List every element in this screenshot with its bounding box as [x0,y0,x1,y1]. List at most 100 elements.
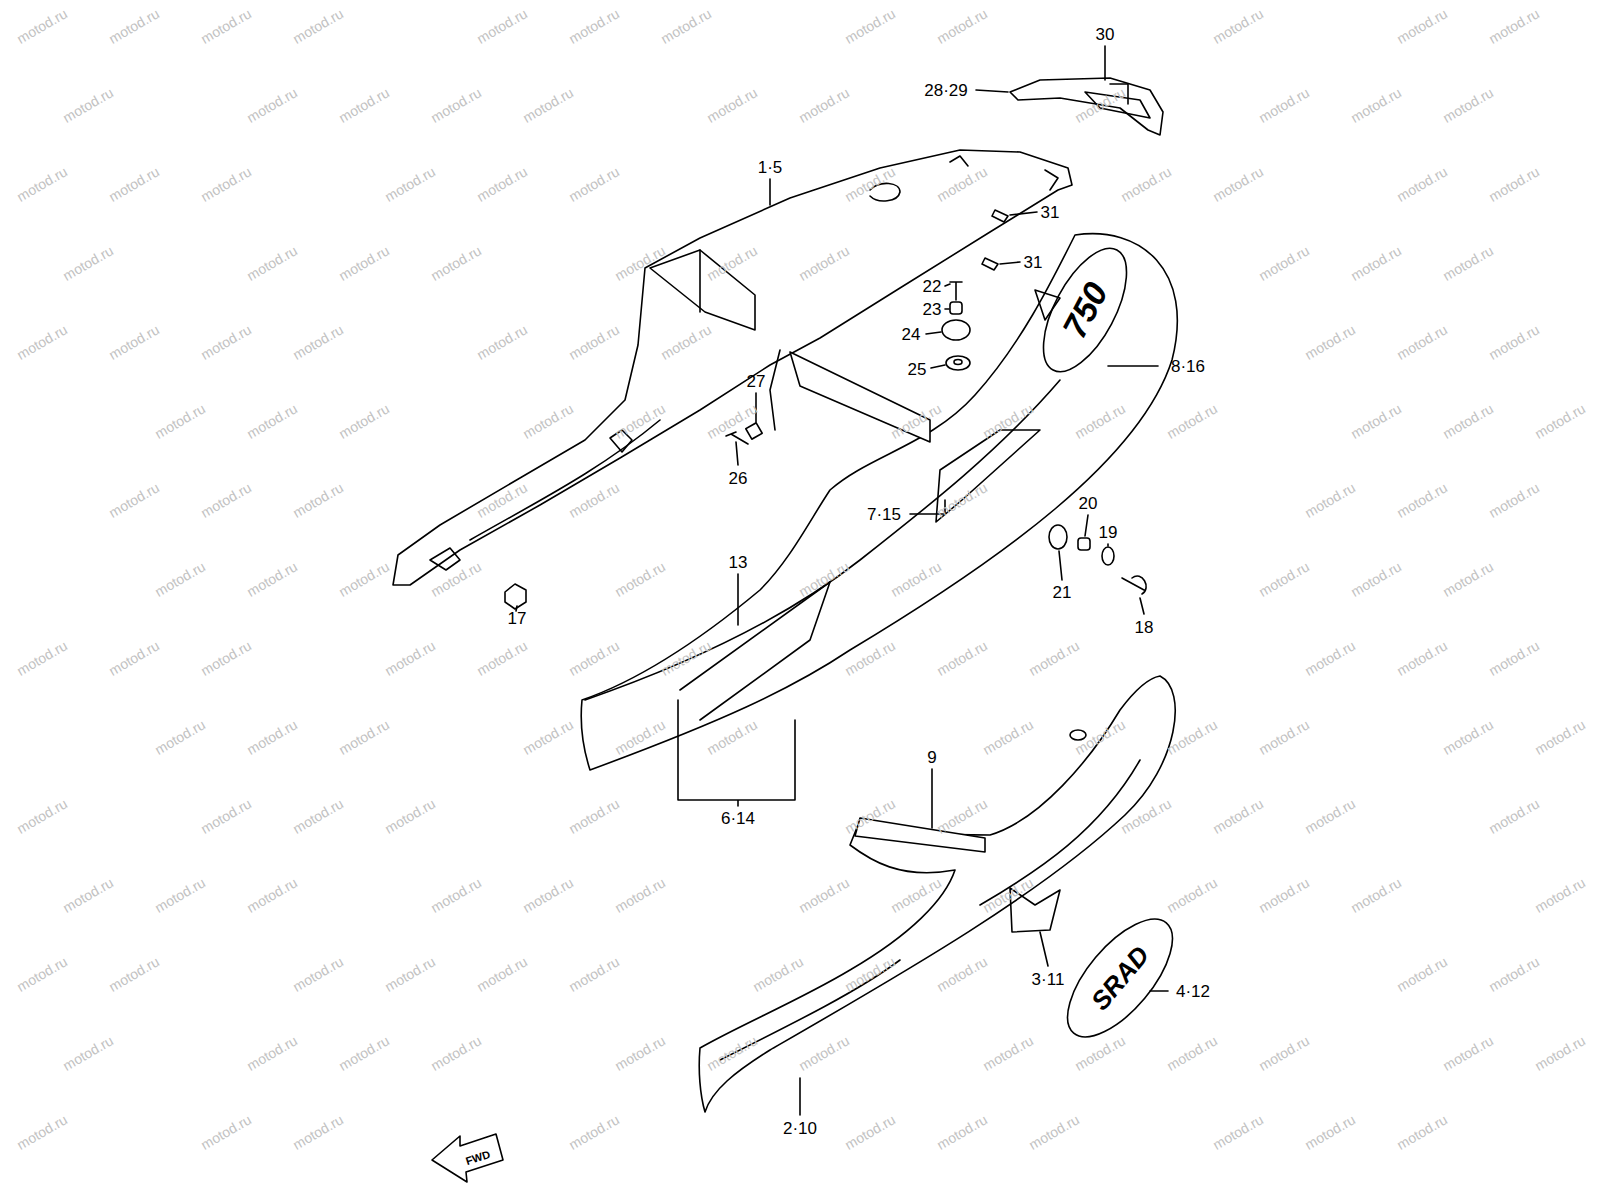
watermark: motod.ru [245,401,300,441]
watermark: motod.ru [107,954,162,994]
callout-number: 20 [1079,495,1098,512]
watermark: motod.ru [15,1112,70,1152]
watermark: motod.ru [15,322,70,362]
watermark: motod.ru [337,85,392,125]
watermark: motod.ru [1303,322,1358,362]
watermark: motod.ru [15,6,70,46]
watermark: motod.ru [245,717,300,757]
watermark: motod.ru [475,954,530,994]
watermark: motod.ru [383,796,438,836]
watermark: motod.ru [291,1112,346,1152]
watermark: motod.ru [659,322,714,362]
watermark: motod.ru [1257,1033,1312,1073]
watermark: motod.ru [199,1112,254,1152]
watermark: motod.ru [889,875,944,915]
watermark: motod.ru [843,164,898,204]
watermark: motod.ru [475,322,530,362]
callout-number: 2·10 [783,1120,817,1137]
watermark: motod.ru [613,875,668,915]
watermark: motod.ru [567,322,622,362]
callout-number: 31 [1024,254,1043,271]
watermark: motod.ru [429,85,484,125]
watermark: motod.ru [1395,638,1450,678]
watermark: motod.ru [1533,717,1588,757]
watermark: motod.ru [567,480,622,520]
watermark: motod.ru [935,6,990,46]
watermark: motod.ru [1487,954,1542,994]
watermark: motod.ru [843,638,898,678]
watermark: motod.ru [1257,243,1312,283]
watermark: motod.ru [1441,401,1496,441]
watermark: motod.ru [1027,638,1082,678]
watermark: motod.ru [1395,480,1450,520]
watermark: motod.ru [659,6,714,46]
callout-number: 21 [1053,584,1072,601]
watermark: motod.ru [1257,875,1312,915]
watermark: motod.ru [107,6,162,46]
watermark: motod.ru [1487,796,1542,836]
watermark: motod.ru [521,85,576,125]
watermark: motod.ru [1395,164,1450,204]
watermark: motod.ru [15,638,70,678]
watermark: motod.ru [521,717,576,757]
callout-number: 17 [508,610,527,627]
watermark: motod.ru [1257,717,1312,757]
callout-number: 18 [1135,619,1154,636]
watermark: motod.ru [1073,717,1128,757]
watermark: motod.ru [199,638,254,678]
watermark: motod.ru [383,954,438,994]
watermark: motod.ru [291,322,346,362]
watermark: motod.ru [15,796,70,836]
watermark: motod.ru [567,164,622,204]
watermark: motod.ru [61,1033,116,1073]
watermark: motod.ru [429,243,484,283]
watermark: motod.ru [245,875,300,915]
watermark: motod.ru [659,638,714,678]
watermark: motod.ru [567,796,622,836]
watermark: motod.ru [521,875,576,915]
watermark: motod.ru [1257,85,1312,125]
watermark: motod.ru [107,322,162,362]
watermark: motod.ru [567,638,622,678]
watermark: motod.ru [889,559,944,599]
callout-number: 7·15 [867,506,901,523]
watermark: motod.ru [935,638,990,678]
watermark: motod.ru [153,717,208,757]
watermark: motod.ru [1441,717,1496,757]
decal-text: SRAD [1086,941,1153,1014]
watermark: motod.ru [429,559,484,599]
watermark: motod.ru [199,480,254,520]
watermark: motod.ru [61,875,116,915]
watermark: motod.ru [1119,164,1174,204]
callout-number: 27 [747,373,766,390]
watermark: motod.ru [705,1033,760,1073]
watermark: motod.ru [1533,875,1588,915]
watermark: motod.ru [383,638,438,678]
watermark: motod.ru [291,796,346,836]
watermark: motod.ru [1165,1033,1220,1073]
watermark: motod.ru [1073,1033,1128,1073]
watermark: motod.ru [1487,638,1542,678]
watermark: motod.ru [61,85,116,125]
watermark: motod.ru [1395,322,1450,362]
watermark: motod.ru [1211,796,1266,836]
watermark: motod.ru [107,480,162,520]
watermark: motod.ru [1165,717,1220,757]
watermark: motod.ru [981,401,1036,441]
watermark: motod.ru [337,401,392,441]
watermark: motod.ru [153,559,208,599]
watermark: motod.ru [1349,243,1404,283]
watermark: motod.ru [1441,85,1496,125]
watermark: motod.ru [843,954,898,994]
watermark: motod.ru [1533,1033,1588,1073]
callout-number: 23 [923,301,942,318]
watermark: motod.ru [15,164,70,204]
callout-number: 19 [1099,524,1118,541]
callout-number: 31 [1041,204,1060,221]
watermark: motod.ru [1303,638,1358,678]
watermark: motod.ru [291,480,346,520]
watermark: motod.ru [843,6,898,46]
watermark: motod.ru [245,243,300,283]
callout-number: 30 [1096,26,1115,43]
